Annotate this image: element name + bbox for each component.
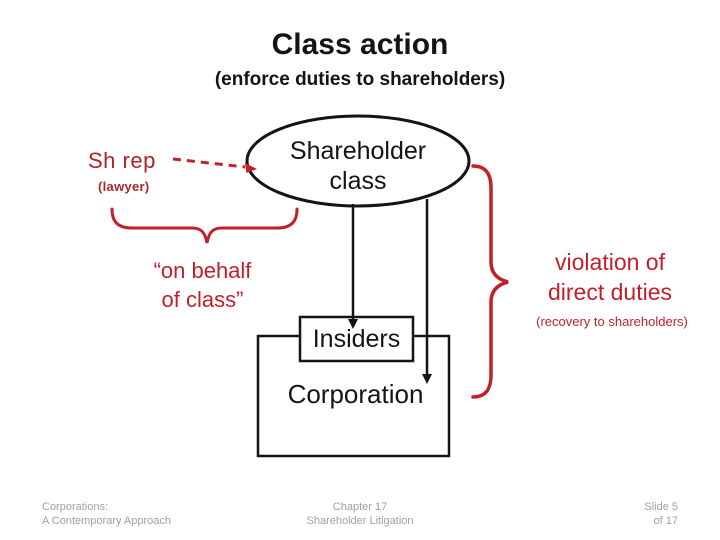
footer-chapter-line2: Shareholder Litigation [306, 515, 414, 527]
class-to-insiders-arrowhead-icon [348, 319, 358, 329]
shareholder-class-line2: class [329, 167, 387, 195]
footer-chapter-line1: Chapter 17 [332, 501, 388, 513]
footer-slide-line2: of 17 [653, 515, 678, 527]
violation-brace [471, 164, 509, 399]
corporation-label: Corporation [287, 379, 424, 409]
insiders-label: Insiders [312, 324, 401, 353]
page-title: Class action [271, 28, 449, 61]
violation-line2: direct duties [547, 279, 672, 305]
shrep-to-class-arrowhead-icon [245, 163, 257, 173]
shrep-to-class-dashed-line [172, 157, 246, 169]
shareholder-class-line1: Shareholder [289, 137, 427, 165]
shareholder-class-label: Shareholder class [258, 136, 458, 196]
on-behalf-line1: “on behalf [153, 258, 252, 283]
insiders-box [298, 315, 415, 363]
violation-line1: violation of [555, 249, 665, 275]
footer-book-line1: Corporations: [42, 501, 109, 513]
footer-slide-line1: Slide 5 [644, 501, 678, 513]
violation-label: violation of direct duties [520, 247, 700, 307]
footer-chapter: Chapter 17 Shareholder Litigation [270, 500, 450, 528]
footer-book: Corporations: A Contemporary Approach [42, 500, 242, 528]
class-to-corporation-arrowhead-icon [422, 374, 432, 384]
sh-rep-label: Sh rep [88, 148, 156, 173]
lawyer-label: (lawyer) [98, 179, 150, 194]
on-behalf-label: “on behalf of class” [115, 256, 290, 314]
page-subtitle: (enforce duties to shareholders) [214, 69, 506, 90]
recovery-note: (recovery to shareholders) [536, 314, 688, 329]
on-behalf-brace [110, 207, 299, 244]
footer-slide-number: Slide 5 of 17 [578, 500, 678, 528]
footer-book-line2: A Contemporary Approach [42, 515, 172, 527]
on-behalf-line2: of class” [161, 287, 244, 312]
shareholder-class-ellipse [245, 114, 471, 208]
